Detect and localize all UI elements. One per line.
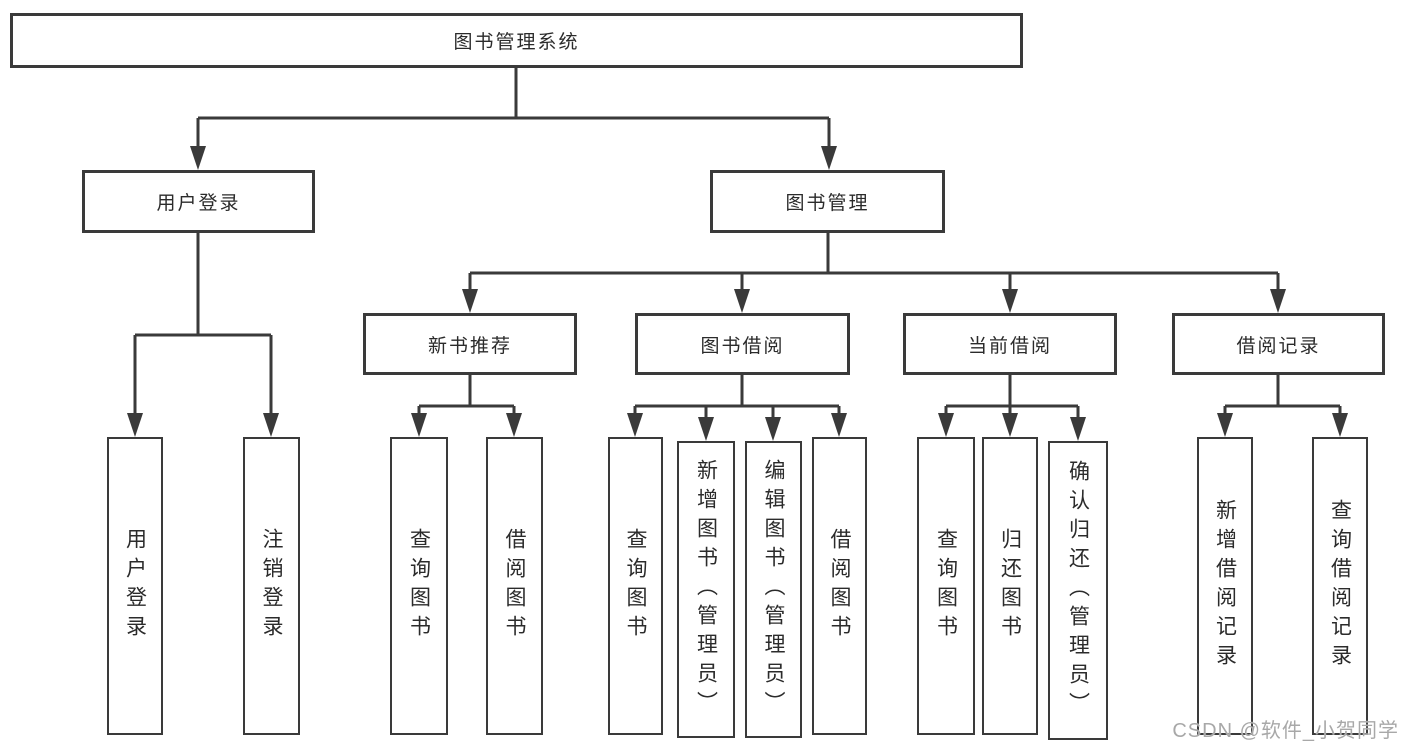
node-label: 查询图书 [407,528,431,644]
node-label: 查询图书 [624,528,647,644]
node-label: 新书推荐 [427,335,512,357]
leaf-logout: 注销登录 [243,437,300,735]
node-book-borrowing: 图书借阅 [635,313,850,375]
node-current-borrowing: 当前借阅 [903,313,1117,375]
arrow-down-icon [831,413,847,437]
arrow-down-icon [190,146,206,170]
leaf-query-books-current: 查询图书 [917,437,975,735]
node-label: 归还图书 [998,528,1022,644]
arrow-down-icon [698,417,714,441]
arrow-down-icon [462,289,478,313]
node-label: 借阅图书 [828,528,851,644]
node-user-login: 用户登录 [82,170,315,233]
leaf-query-books-borrowing: 查询图书 [608,437,663,735]
node-label: 用户登录 [156,193,241,214]
arrow-down-icon [765,417,781,441]
arrow-down-icon [821,146,837,170]
arrow-down-icon [1332,413,1348,437]
arrow-down-icon [1002,289,1018,313]
leaf-add-book-admin: 新增图书（管理员） [677,441,735,738]
node-new-book-recommend: 新书推荐 [363,313,577,375]
arrowhead-down-icons [127,146,1348,441]
leaf-query-books-recommend: 查询图书 [390,437,448,735]
node-label: 注销登录 [260,528,283,644]
node-label: 新增图书（管理员） [694,459,718,720]
node-label: 查询图书 [934,528,958,644]
arrow-down-icon [734,289,750,313]
arrow-down-icon [411,413,427,437]
leaf-query-borrow-record: 查询借阅记录 [1312,437,1368,735]
leaf-borrow-books-recommend: 借阅图书 [486,437,543,735]
node-book-management: 图书管理 [710,170,945,233]
arrow-down-icon [263,413,279,437]
node-label: 图书管理 [785,193,870,214]
arrow-down-icon [938,413,954,437]
leaf-borrow-books-borrowing: 借阅图书 [812,437,867,735]
node-label: 借阅记录 [1236,335,1321,357]
node-label: 当前借阅 [967,335,1052,357]
node-label: 确认归还（管理员） [1066,460,1090,721]
node-borrow-records: 借阅记录 [1172,313,1385,375]
node-label: 图书管理系统 [453,32,580,53]
node-label: 新增借阅记录 [1213,499,1237,673]
node-library-management-system: 图书管理系统 [10,13,1023,68]
arrow-down-icon [1070,417,1086,441]
leaf-edit-book-admin: 编辑图书（管理员） [745,441,802,738]
node-label: 借阅图书 [503,528,526,644]
arrow-down-icon [1217,413,1233,437]
node-label: 查询借阅记录 [1328,499,1352,673]
connector-path [133,68,1342,419]
leaf-add-borrow-record: 新增借阅记录 [1197,437,1253,735]
leaf-confirm-return-admin: 确认归还（管理员） [1048,441,1108,740]
arrow-down-icon [1270,289,1286,313]
node-label: 编辑图书（管理员） [762,459,785,720]
leaf-return-book: 归还图书 [982,437,1038,735]
arrow-down-icon [127,413,143,437]
node-label: 用户登录 [123,528,147,644]
csdn-watermark: CSDN @软件_小贺同学 [1172,720,1399,742]
arrow-down-icon [627,413,643,437]
leaf-user-login: 用户登录 [107,437,163,735]
arrow-down-icon [1002,413,1018,437]
arrow-down-icon [506,413,522,437]
node-label: 图书借阅 [700,335,785,357]
